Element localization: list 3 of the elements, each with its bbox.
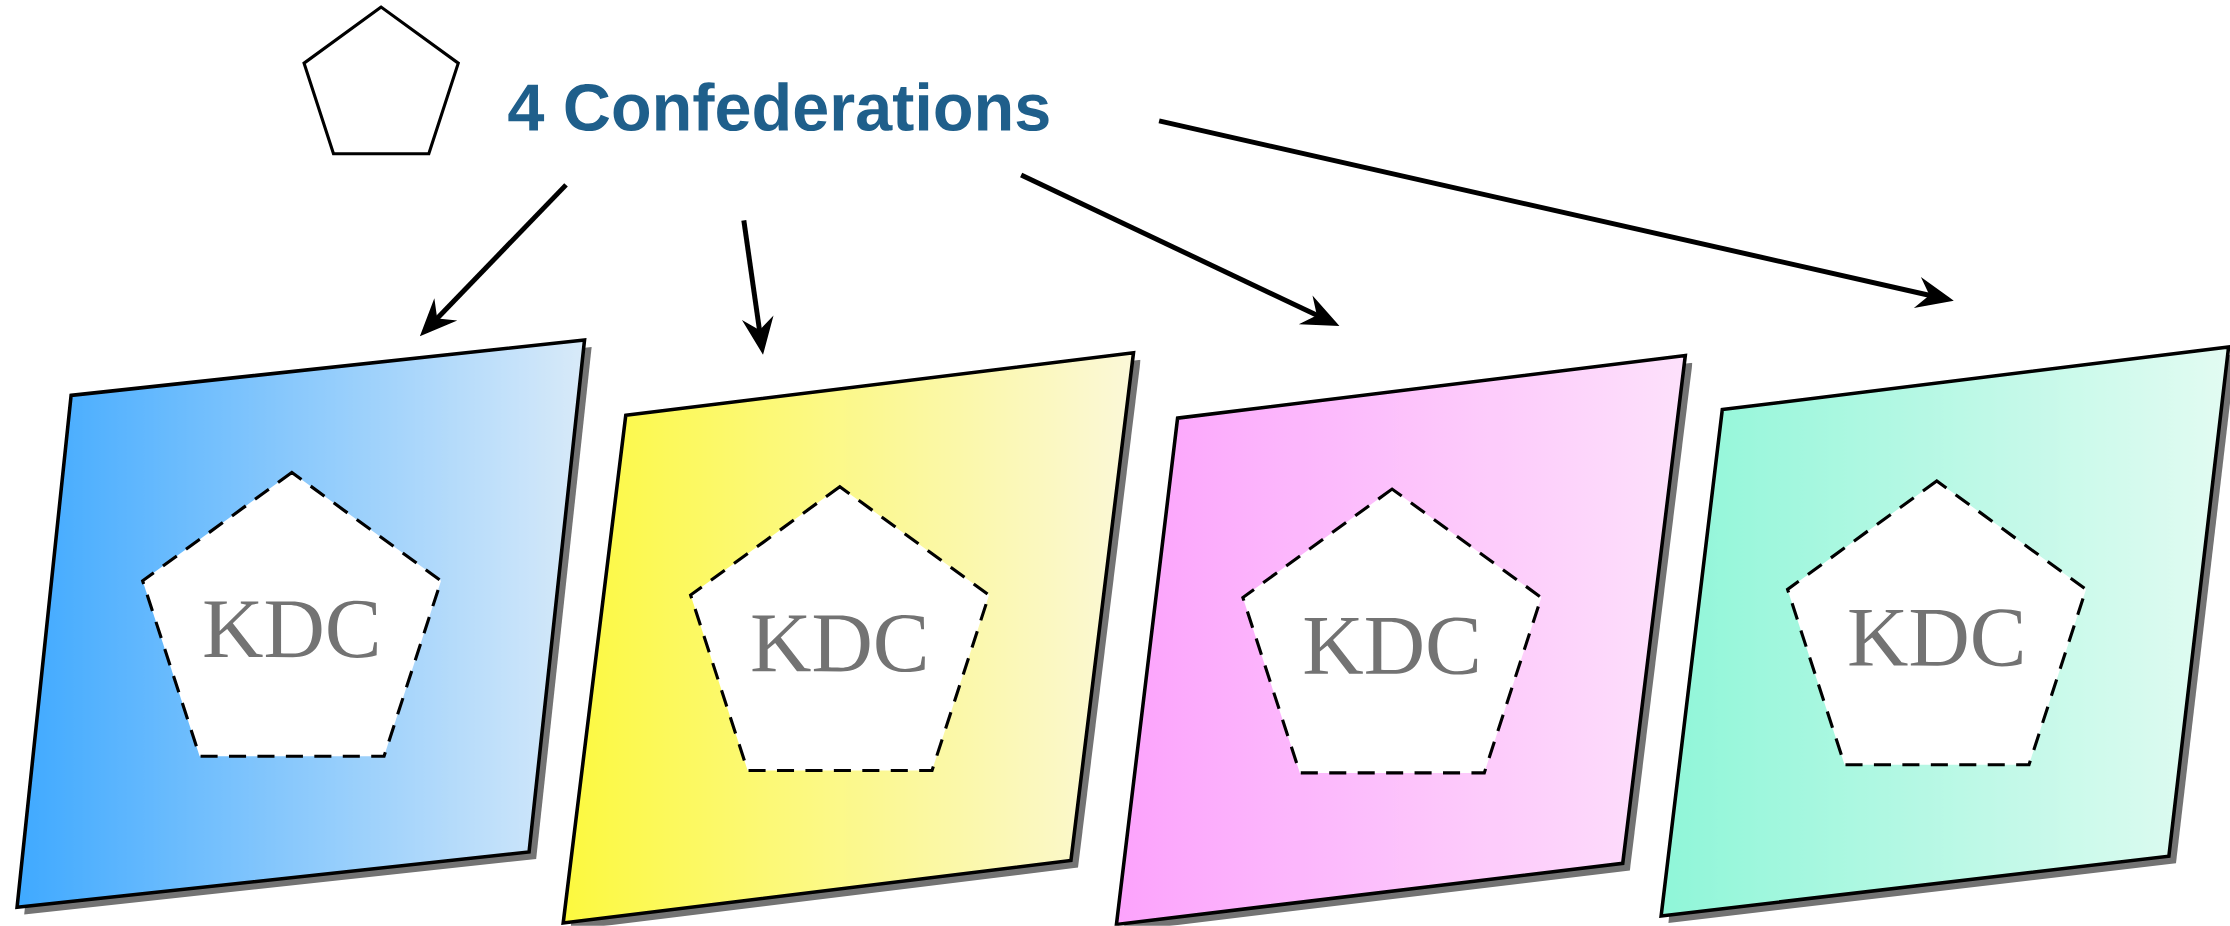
heading: 4 Confederations: [508, 82, 1049, 132]
dashed-pentagon: KDC: [1785, 479, 2088, 767]
dashed-pentagon: KDC: [140, 470, 443, 758]
